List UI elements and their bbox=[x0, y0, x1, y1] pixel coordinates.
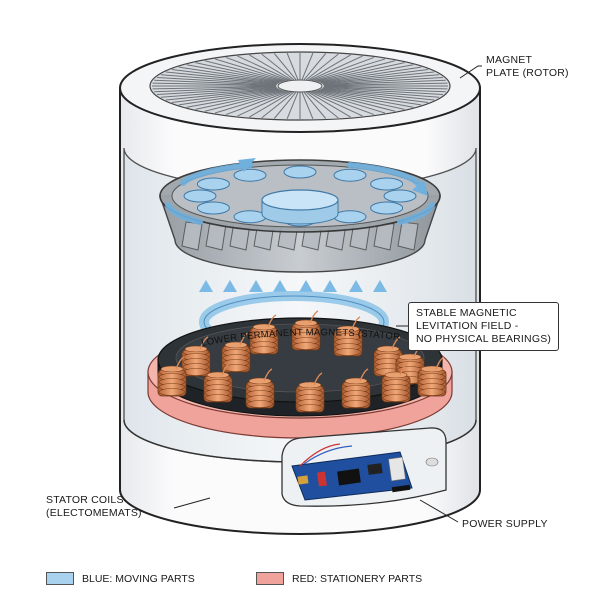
moving-parts-label: BLUE: MOVING PARTS bbox=[82, 572, 195, 585]
fan-blade bbox=[181, 221, 203, 251]
field-label-line3: NO PHYSICAL BEARINGS) bbox=[416, 333, 552, 345]
stator-coil bbox=[291, 310, 321, 351]
top-vent-grille bbox=[119, 43, 481, 133]
rotor-magnet bbox=[333, 168, 367, 182]
rotation-arrows bbox=[165, 162, 435, 225]
levitation-field-callout: STABLE MAGNETIC LEVITATION FIELD - NO PH… bbox=[408, 302, 560, 351]
stator-coil bbox=[181, 336, 211, 377]
rotor-magnet bbox=[283, 165, 317, 179]
rotor-magnet bbox=[233, 210, 267, 224]
stator-coil bbox=[245, 368, 275, 409]
rotor-label-line2: PLATE (ROTOR) bbox=[486, 67, 569, 79]
rotor-magnet bbox=[233, 168, 267, 182]
rotor-magnet bbox=[183, 189, 217, 203]
fan-blade bbox=[397, 221, 419, 251]
stator-coils-callout: STATOR COILS (ELECTOMEMATS) bbox=[46, 494, 142, 520]
stationary-parts-label: RED: STATIONERY PARTS bbox=[292, 572, 423, 585]
field-arrowhead bbox=[373, 280, 387, 292]
rotor-magnet bbox=[333, 210, 367, 224]
coils-label-line1: STATOR COILS bbox=[46, 494, 124, 506]
field-label-line1: STABLE MAGNETIC bbox=[416, 307, 517, 319]
rotor-callout: MAGNET PLATE (ROTOR) bbox=[486, 54, 569, 80]
field-arrowhead bbox=[199, 280, 213, 292]
moving-parts-swatch bbox=[46, 572, 74, 585]
stator-coils bbox=[157, 310, 447, 413]
power-supply-callout: POWER SUPPLY bbox=[462, 518, 548, 531]
field-arrowhead bbox=[349, 280, 363, 292]
field-arrowhead bbox=[323, 280, 337, 292]
stator-coil bbox=[417, 356, 447, 397]
rotor-magnet bbox=[196, 177, 230, 191]
stator-coil bbox=[341, 368, 371, 409]
rotor-magnet bbox=[196, 201, 230, 215]
field-arrowhead bbox=[249, 280, 263, 292]
stator-coil bbox=[249, 314, 279, 355]
stator-coil bbox=[157, 356, 187, 397]
field-arrowhead bbox=[299, 280, 313, 292]
rotor-magnet bbox=[370, 201, 404, 215]
stator-coil bbox=[381, 362, 411, 403]
stationary-parts-swatch bbox=[256, 572, 284, 585]
stator-coil bbox=[333, 316, 363, 357]
legend-stationary: RED: STATIONERY PARTS bbox=[256, 572, 422, 585]
field-label-line2: LEVITATION FIELD - bbox=[416, 320, 519, 332]
stator-coil bbox=[295, 372, 325, 413]
leader-lines bbox=[173, 65, 482, 523]
legend-moving: BLUE: MOVING PARTS bbox=[46, 572, 195, 585]
rotor-label-line1: MAGNET bbox=[486, 54, 533, 66]
rotor-magnet bbox=[370, 177, 404, 191]
field-arrowhead bbox=[273, 280, 287, 292]
coils-label-line2: (ELECTOMEMATS) bbox=[46, 507, 142, 519]
rotation-arrowheads bbox=[238, 158, 428, 196]
field-arrowhead bbox=[223, 280, 237, 292]
stator-coil bbox=[203, 362, 233, 403]
stator-coil bbox=[221, 332, 251, 373]
power-supply-board bbox=[281, 427, 447, 507]
power-supply-label: POWER SUPPLY bbox=[462, 518, 548, 530]
magnet-plate-rotor bbox=[159, 159, 441, 273]
rotor-magnet bbox=[383, 189, 417, 203]
